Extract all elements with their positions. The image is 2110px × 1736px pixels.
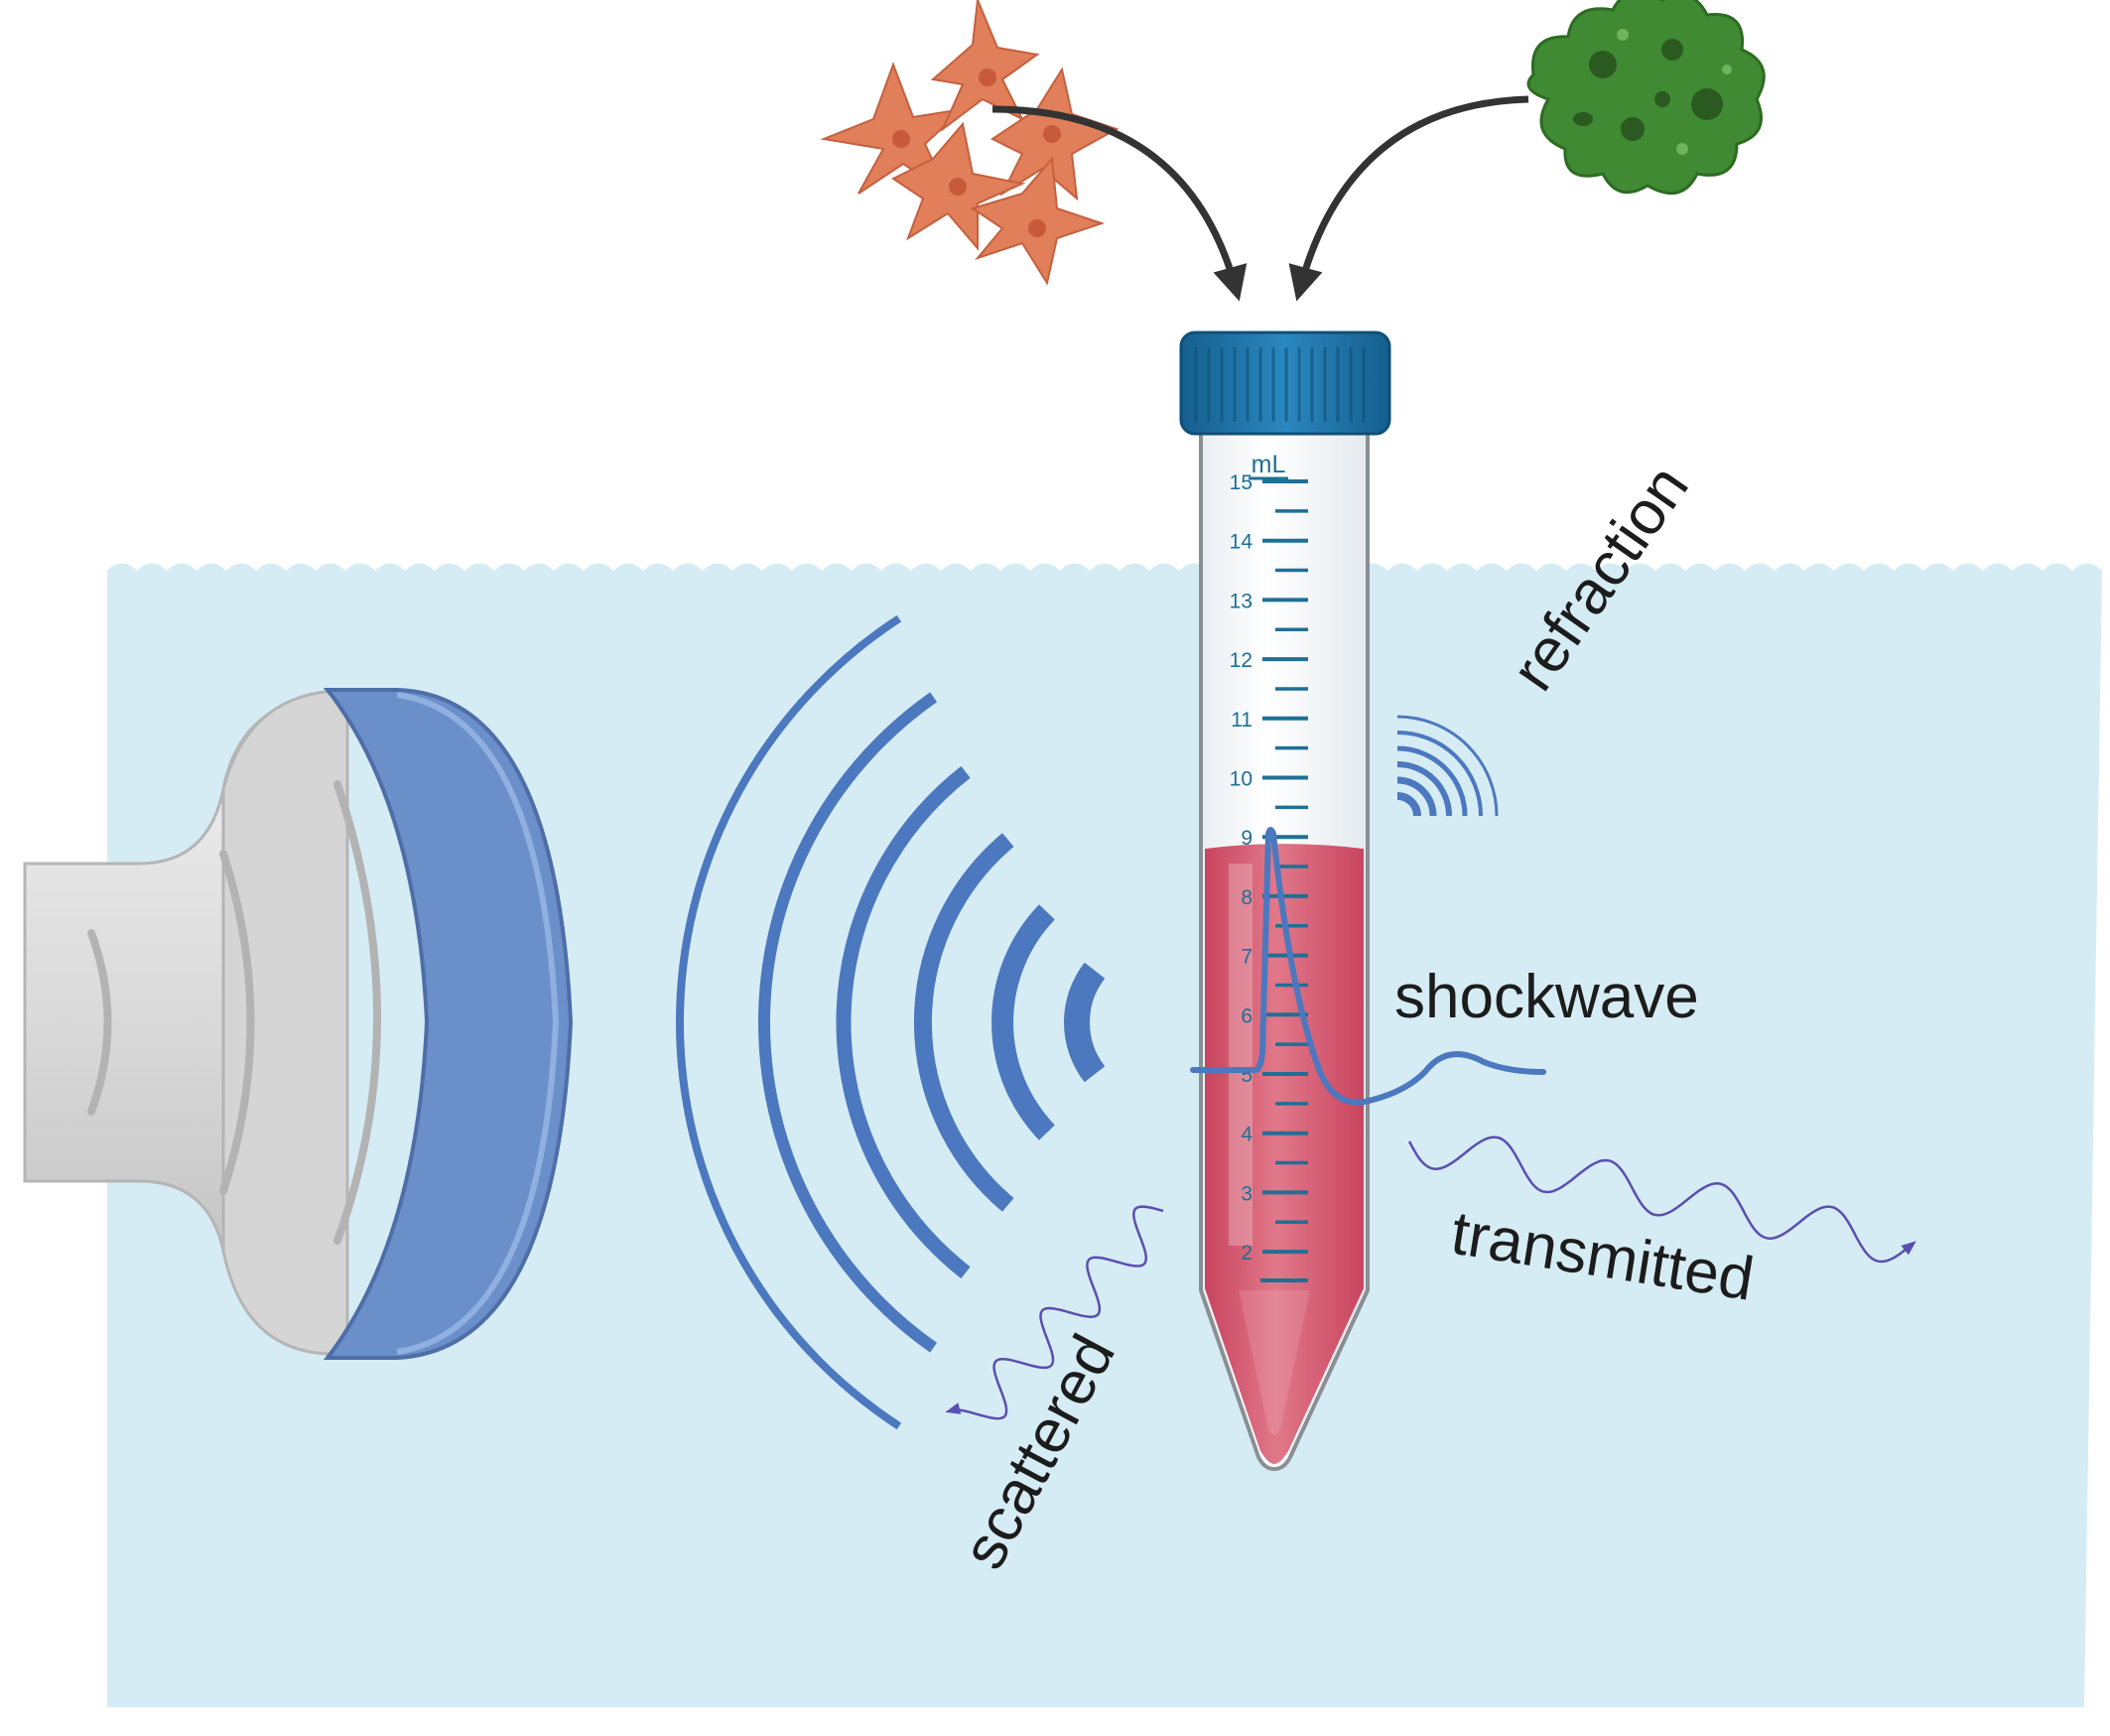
tube-unit-label: mL: [1252, 451, 1286, 478]
transducer-head: [221, 689, 349, 1356]
water-body: [107, 563, 2102, 1707]
graduation-number: 8: [1241, 886, 1253, 909]
shockwave-pulse: [1190, 827, 1546, 1106]
ultrasound-arc: [836, 765, 971, 1279]
refraction-arc: [1396, 761, 1452, 817]
graduation-number: 9: [1241, 827, 1253, 850]
ultrasound-transducer-icon: [23, 688, 574, 1360]
refraction-arc: [1396, 731, 1483, 817]
graduation-number: 5: [1241, 1064, 1253, 1087]
shockwave-label: shockwave: [1394, 963, 1699, 1031]
ultrasound-wave-arcs: [676, 614, 1106, 1430]
transmitted-wave: [1407, 1135, 1916, 1264]
graduation-number: 12: [1230, 649, 1253, 672]
graduation-number: 11: [1231, 709, 1253, 732]
refraction-arc: [1396, 715, 1499, 817]
ultrasound-arc: [991, 904, 1055, 1140]
ultrasound-arc: [758, 692, 938, 1353]
refraction-arc: [1396, 745, 1468, 817]
graduation-number: 15: [1230, 471, 1253, 494]
refraction-arc: [1396, 792, 1421, 817]
tube-liquid: [1205, 844, 1364, 1464]
ultrasound-arc: [1064, 962, 1106, 1083]
graduation-number: 3: [1241, 1182, 1253, 1205]
tissue-fragment-icon: [1526, 0, 1766, 196]
tube-graduations: 15 14 13 12 11 10 9 8 7 6 5 4 3 2: [1230, 471, 1308, 1265]
transducer-band-rim: [396, 692, 560, 1355]
conical-tube-icon: mL 15 14 13 12 11 10 9 8 7 6 5 4 3 2: [1179, 331, 1391, 1472]
graduation-number: 2: [1241, 1242, 1253, 1265]
graduation-number: 13: [1230, 590, 1253, 612]
graduation-number: 10: [1230, 768, 1253, 791]
water-bath: [107, 563, 2102, 1707]
tube-liquid-highlight: [1229, 864, 1253, 1246]
transducer-band: [323, 688, 574, 1360]
cells-right-arrow: [1288, 95, 1529, 302]
graduation-number: 7: [1241, 946, 1253, 969]
tube-tip-highlight: [1239, 1290, 1310, 1435]
graduation-number: 14: [1230, 531, 1253, 554]
scattered-wave: [945, 1205, 1164, 1420]
adherent-cells-icon: [820, 0, 1120, 286]
transducer-groove-3: [333, 780, 381, 1245]
cells-left-arrow: [991, 105, 1248, 302]
graduation-number: 4: [1241, 1124, 1253, 1146]
refraction-arc: [1396, 776, 1437, 817]
refraction-wave-arcs: [1396, 715, 1499, 817]
transducer-groove-1: [87, 929, 112, 1116]
transducer-groove-2: [219, 850, 255, 1195]
ultrasound-arc: [676, 614, 902, 1430]
tube-cap-ridges: [1194, 347, 1366, 422]
graduation-number: 6: [1241, 1004, 1253, 1027]
ultrasound-arc: [913, 833, 1014, 1212]
